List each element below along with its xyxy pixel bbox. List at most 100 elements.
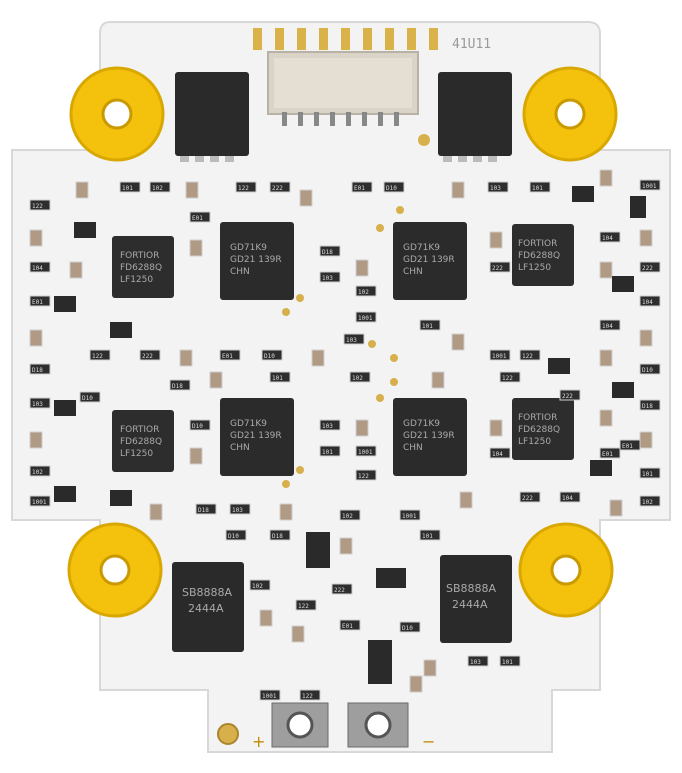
- resistor-code: 102: [252, 583, 263, 590]
- resistor: [319, 419, 341, 431]
- resistor-code: 222: [642, 265, 653, 272]
- resistor: [259, 689, 281, 701]
- mcu-4-line2: GD21 139R: [403, 431, 455, 441]
- capacitor: [489, 419, 503, 437]
- board-id-label: 41U11: [452, 37, 491, 52]
- gate-driver-3-line2: FD6288Q: [120, 437, 162, 447]
- mcu-2-line3: CHN: [403, 267, 423, 277]
- resistor: [489, 261, 511, 273]
- resistor: [599, 319, 621, 331]
- resistor: [419, 529, 441, 541]
- mcu-3-line2: GD21 139R: [230, 431, 282, 441]
- mosfet-top-left: [175, 72, 249, 162]
- gate-driver-1: FORTIOR FD6288Q LF1250: [112, 236, 174, 298]
- mounting-grommet-bottom-right: [518, 522, 614, 618]
- resistor-code: 1001: [32, 499, 47, 506]
- mcu-1-line1: GD71K9: [230, 243, 267, 253]
- resistor-code: D10: [386, 185, 397, 192]
- resistor-code: 102: [642, 499, 653, 506]
- resistor: [339, 619, 361, 631]
- resistor-code: 1001: [642, 183, 657, 190]
- capacitor: [451, 181, 465, 199]
- resistor-code: 1001: [358, 449, 373, 456]
- resistor-code: 101: [272, 375, 283, 382]
- capacitor: [291, 625, 305, 643]
- mounting-grommet-top-right: [522, 66, 618, 162]
- mcu-3-line1: GD71K9: [230, 419, 267, 429]
- resistor-code: 101: [502, 659, 513, 666]
- resistor: [419, 319, 441, 331]
- resistor: [351, 181, 373, 193]
- resistor: [139, 349, 161, 361]
- resistor: [519, 349, 541, 361]
- resistor: [339, 509, 361, 521]
- mcu-2-line2: GD21 139R: [403, 255, 455, 265]
- resistor: [29, 199, 51, 211]
- mcu-2: GD71K9 GD21 139R CHN: [393, 222, 467, 300]
- resistor-code: 1001: [262, 693, 277, 700]
- gate-driver-2: FORTIOR FD6288Q LF1250: [512, 224, 574, 286]
- resistor-code: E01: [354, 185, 365, 192]
- mcu-1-line3: CHN: [230, 267, 250, 277]
- gate-driver-4: FORTIOR FD6288Q LF1250: [512, 398, 574, 460]
- resistor: [489, 349, 511, 361]
- mcu-3: GD71K9 GD21 139R CHN: [220, 398, 294, 476]
- resistor: [639, 179, 661, 191]
- resistor: [355, 445, 377, 457]
- resistor: [383, 181, 405, 193]
- small-transistors: [54, 186, 646, 684]
- resistor: [319, 271, 341, 283]
- mosfet-bottom-left-line1: SB8888A: [182, 586, 233, 599]
- gate-driver-3: FORTIOR FD6288Q LF1250: [112, 410, 174, 472]
- mcu-3-line3: CHN: [230, 443, 250, 453]
- resistor: [269, 181, 291, 193]
- resistor-code: 103: [346, 337, 357, 344]
- resistor: [195, 503, 217, 515]
- capacitor: [599, 409, 613, 427]
- gate-driver-4-line3: LF1250: [518, 437, 551, 447]
- mcu-4-line1: GD71K9: [403, 419, 440, 429]
- resistor: [639, 363, 661, 375]
- resistor: [319, 445, 341, 457]
- mosfet-top-right: [438, 72, 512, 162]
- resistor-code: 104: [32, 265, 43, 272]
- resistor-code: 101: [422, 323, 433, 330]
- resistor-code: 122: [238, 185, 249, 192]
- resistor: [639, 495, 661, 507]
- resistor: [399, 509, 421, 521]
- resistor-code: D10: [642, 367, 653, 374]
- resistor-code: D10: [228, 533, 239, 540]
- capacitor: [149, 503, 163, 521]
- resistor: [599, 447, 621, 459]
- capacitor: [179, 349, 193, 367]
- capacitor: [311, 349, 325, 367]
- resistor-code: 1001: [358, 315, 373, 322]
- resistor-code: D10: [264, 353, 275, 360]
- resistor: [355, 285, 377, 297]
- gate-driver-1-line1: FORTIOR: [120, 251, 159, 261]
- resistor-code: 102: [152, 185, 163, 192]
- resistor: [467, 655, 489, 667]
- gate-driver-2-line1: FORTIOR: [518, 239, 557, 249]
- capacitor: [489, 231, 503, 249]
- resistor: [29, 397, 51, 409]
- resistor: [489, 447, 511, 459]
- mounting-grommet-top-left: [69, 66, 165, 162]
- resistor: [225, 529, 247, 541]
- test-pads: [282, 134, 430, 488]
- capacitor: [29, 431, 43, 449]
- capacitor: [209, 371, 223, 389]
- resistor-code: E01: [342, 623, 353, 630]
- resistor: [349, 371, 371, 383]
- gate-driver-1-line2: FD6288Q: [120, 263, 162, 273]
- resistor-code: D18: [32, 367, 43, 374]
- resistor-code: 101: [642, 471, 653, 478]
- resistor-code: D18: [272, 533, 283, 540]
- capacitor: [279, 503, 293, 521]
- resistor: [119, 181, 141, 193]
- resistor-code: 222: [562, 393, 573, 400]
- resistor: [639, 467, 661, 479]
- resistor: [619, 439, 641, 451]
- resistor: [487, 181, 509, 193]
